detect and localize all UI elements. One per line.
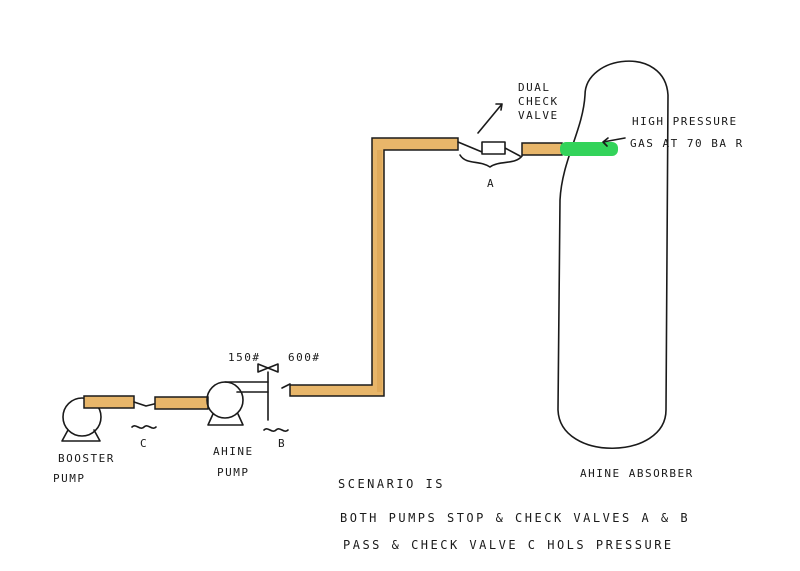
- check-valve-b: [281, 383, 291, 389]
- hp-gas-label-1: HIGH PRESSURE: [632, 115, 738, 128]
- dual-check-label-1: DUAL: [518, 81, 551, 94]
- hp-gas-label-2: GAS AT 70 BA R: [630, 137, 744, 150]
- high-pressure-gas-segment: [560, 142, 618, 156]
- check-valve-c-label: C: [140, 437, 148, 450]
- dual-check-label-3: VALVE: [518, 109, 559, 122]
- dual-check-arrow: [477, 103, 503, 134]
- scenario-line-2: PASS & CHECK VALVE C HOLS PRESSURE: [343, 538, 674, 552]
- dual-check-label-2: CHECK: [518, 95, 559, 108]
- rating-600-label: 600#: [288, 351, 321, 364]
- amine-absorber-vessel: [557, 60, 669, 449]
- booster-pump-label-2: PUMP: [53, 472, 86, 485]
- pipe-booster-discharge: [83, 395, 135, 409]
- absorber-label: AHINE ABSORBER: [580, 467, 694, 480]
- check-valve-a-label: A: [487, 177, 495, 190]
- amine-pump-label-2: PUMP: [217, 466, 250, 479]
- gas-arrow: [602, 137, 626, 147]
- booster-pump: [61, 397, 102, 442]
- amine-pump-label-1: AHINE: [213, 445, 254, 458]
- spec-break-valve: [257, 363, 279, 373]
- scenario-title: SCENARIO IS: [338, 477, 445, 491]
- dual-check-valve-a: [457, 141, 523, 168]
- check-valve-b-label: B: [278, 437, 286, 450]
- pipe-riser: [289, 137, 459, 397]
- pipe-to-absorber: [521, 142, 563, 156]
- amine-pump: [206, 381, 244, 426]
- check-valve-c: [133, 401, 155, 407]
- rating-150-label: 150#: [228, 351, 261, 364]
- pipe-c-to-amine: [154, 396, 209, 410]
- booster-pump-label-1: BOOSTER: [58, 452, 115, 465]
- amine-pump-discharge: [224, 381, 269, 393]
- scenario-line-1: BOTH PUMPS STOP & CHECK VALVES A & B: [340, 511, 690, 525]
